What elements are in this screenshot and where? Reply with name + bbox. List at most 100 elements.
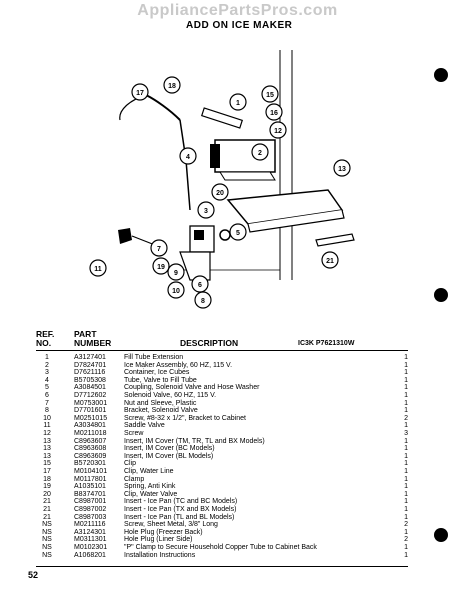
part-ref: 2 xyxy=(45,361,49,369)
part-description: Nut and Sleeve, Plastic xyxy=(124,399,197,407)
svg-text:18: 18 xyxy=(168,83,176,90)
part-ref: 4 xyxy=(45,376,49,384)
part-number: D7712602 xyxy=(74,392,107,399)
part-number: C8987001 xyxy=(74,498,107,506)
part-qty: 1 xyxy=(404,369,408,377)
callout-16: 16 xyxy=(265,103,283,121)
part-ref: NS xyxy=(42,551,52,559)
header-part: PART NUMBER xyxy=(74,330,111,348)
callout-17: 17 xyxy=(131,83,149,101)
part-qty: 1 xyxy=(404,399,408,407)
svg-text:17: 17 xyxy=(136,90,144,97)
part-description: Clip, Water Line xyxy=(124,468,174,475)
part-description: Clamp xyxy=(124,475,145,483)
part-ref: 10 xyxy=(43,414,51,422)
part-number: M0753001 xyxy=(74,399,108,407)
svg-text:20: 20 xyxy=(216,190,224,197)
callout-4: 4 xyxy=(179,147,197,165)
callout-21: 21 xyxy=(321,251,339,269)
part-qty: 2 xyxy=(404,414,408,422)
svg-text:16: 16 xyxy=(270,110,278,117)
parts-row: 5 A3084501 Coupling, Solenoid Valve and Ho… xyxy=(36,384,416,392)
part-ref: 13 xyxy=(43,437,51,445)
header-description: DESCRIPTION xyxy=(180,338,239,348)
part-number: M0117801 xyxy=(74,475,107,483)
callout-9: 9 xyxy=(167,263,185,281)
part-qty: 1 xyxy=(404,452,408,460)
svg-text:5: 5 xyxy=(236,230,240,237)
header-ref-line2: NO. xyxy=(36,338,52,348)
part-description: Coupling, Solenoid Valve and Hose Washer xyxy=(124,384,260,392)
callout-13: 13 xyxy=(333,159,351,177)
part-ref: 13 xyxy=(43,445,51,453)
callout-15: 15 xyxy=(261,85,279,103)
header-part-line1: PART xyxy=(74,329,97,339)
part-qty: 1 xyxy=(404,437,408,445)
callout-19: 19 xyxy=(152,257,170,275)
header-part-line2: NUMBER xyxy=(74,338,112,348)
part-number: A3124301 xyxy=(74,528,106,536)
part-description: Clip, Water Valve xyxy=(124,490,178,498)
part-description: Insert - Ice Pan (TX and BX Models) xyxy=(124,506,237,513)
svg-text:13: 13 xyxy=(338,166,346,173)
part-qty: 1 xyxy=(404,376,408,384)
part-qty: 1 xyxy=(404,490,408,498)
part-ref: 11 xyxy=(43,422,51,430)
part-description: Saddle Valve xyxy=(124,422,165,430)
part-ref: 15 xyxy=(43,460,51,468)
part-qty: 1 xyxy=(404,384,408,392)
svg-text:15: 15 xyxy=(266,92,274,99)
part-ref: 1 xyxy=(45,354,49,361)
part-ref: 5 xyxy=(45,384,49,392)
part-description: Hole Plug (Freezer Back) xyxy=(124,528,203,536)
part-number: C8963609 xyxy=(74,452,107,460)
header-model: IC3K P7621310W xyxy=(298,340,355,347)
part-ref: 3 xyxy=(45,369,49,377)
part-number: C8987003 xyxy=(74,513,107,521)
svg-text:12: 12 xyxy=(274,128,282,135)
part-description: Screw xyxy=(124,430,144,437)
svg-text:9: 9 xyxy=(174,270,178,277)
page-number: 52 xyxy=(28,570,39,580)
part-ref: 17 xyxy=(43,468,51,475)
part-description: Tube, Valve to Fill Tube xyxy=(124,376,197,384)
header-ref-line1: REF. xyxy=(36,329,55,339)
callout-20: 20 xyxy=(211,183,229,201)
part-number: B5720301 xyxy=(74,460,106,468)
part-ref: 7 xyxy=(45,399,49,407)
binder-hole-bottom xyxy=(434,528,448,542)
header-ref: REF. NO. xyxy=(36,330,54,348)
part-description: Insert, IM Cover (BC Models) xyxy=(124,445,215,453)
part-qty: 1 xyxy=(404,422,408,430)
part-ref: 21 xyxy=(43,513,51,521)
part-description: Screw, Sheet Metal, 3/8" Long xyxy=(124,521,218,529)
svg-text:8: 8 xyxy=(201,298,205,305)
part-qty: 2 xyxy=(404,536,408,544)
part-ref: NS xyxy=(42,536,52,544)
svg-text:11: 11 xyxy=(94,266,102,273)
callout-11: 11 xyxy=(89,259,107,277)
part-number: B8374701 xyxy=(74,490,106,498)
callout-7: 7 xyxy=(150,239,168,257)
part-number: M0211018 xyxy=(74,430,107,437)
callout-2: 2 xyxy=(251,143,269,161)
part-qty: 1 xyxy=(404,528,408,536)
part-number: A3084501 xyxy=(74,384,106,392)
part-qty: 1 xyxy=(404,407,408,415)
part-number: C8963608 xyxy=(74,445,107,453)
